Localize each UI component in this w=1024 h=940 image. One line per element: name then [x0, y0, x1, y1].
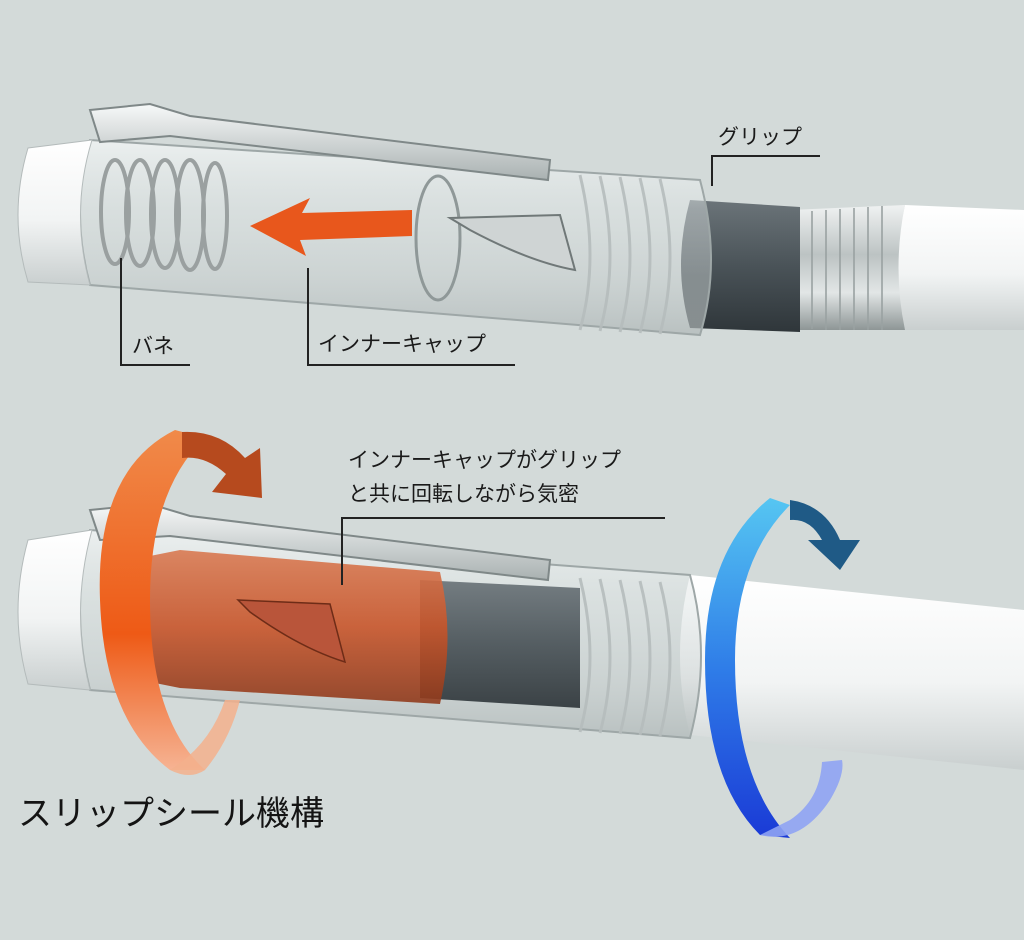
label-spring: バネ: [132, 331, 174, 361]
end-cap-bottom: [18, 530, 92, 690]
caption-line-1: インナーキャップがグリップ: [348, 445, 621, 475]
end-cap-top: [18, 140, 92, 285]
caption-line-2: と共に回転しながら気密: [348, 479, 579, 509]
top-pen: [18, 104, 1024, 335]
diagram-title: スリップシール機構: [18, 790, 324, 838]
thread-section-top: [790, 205, 905, 330]
label-grip: グリップ: [718, 122, 802, 152]
barrel-top: [898, 205, 1024, 330]
label-inner-cap: インナーキャップ: [318, 329, 486, 359]
